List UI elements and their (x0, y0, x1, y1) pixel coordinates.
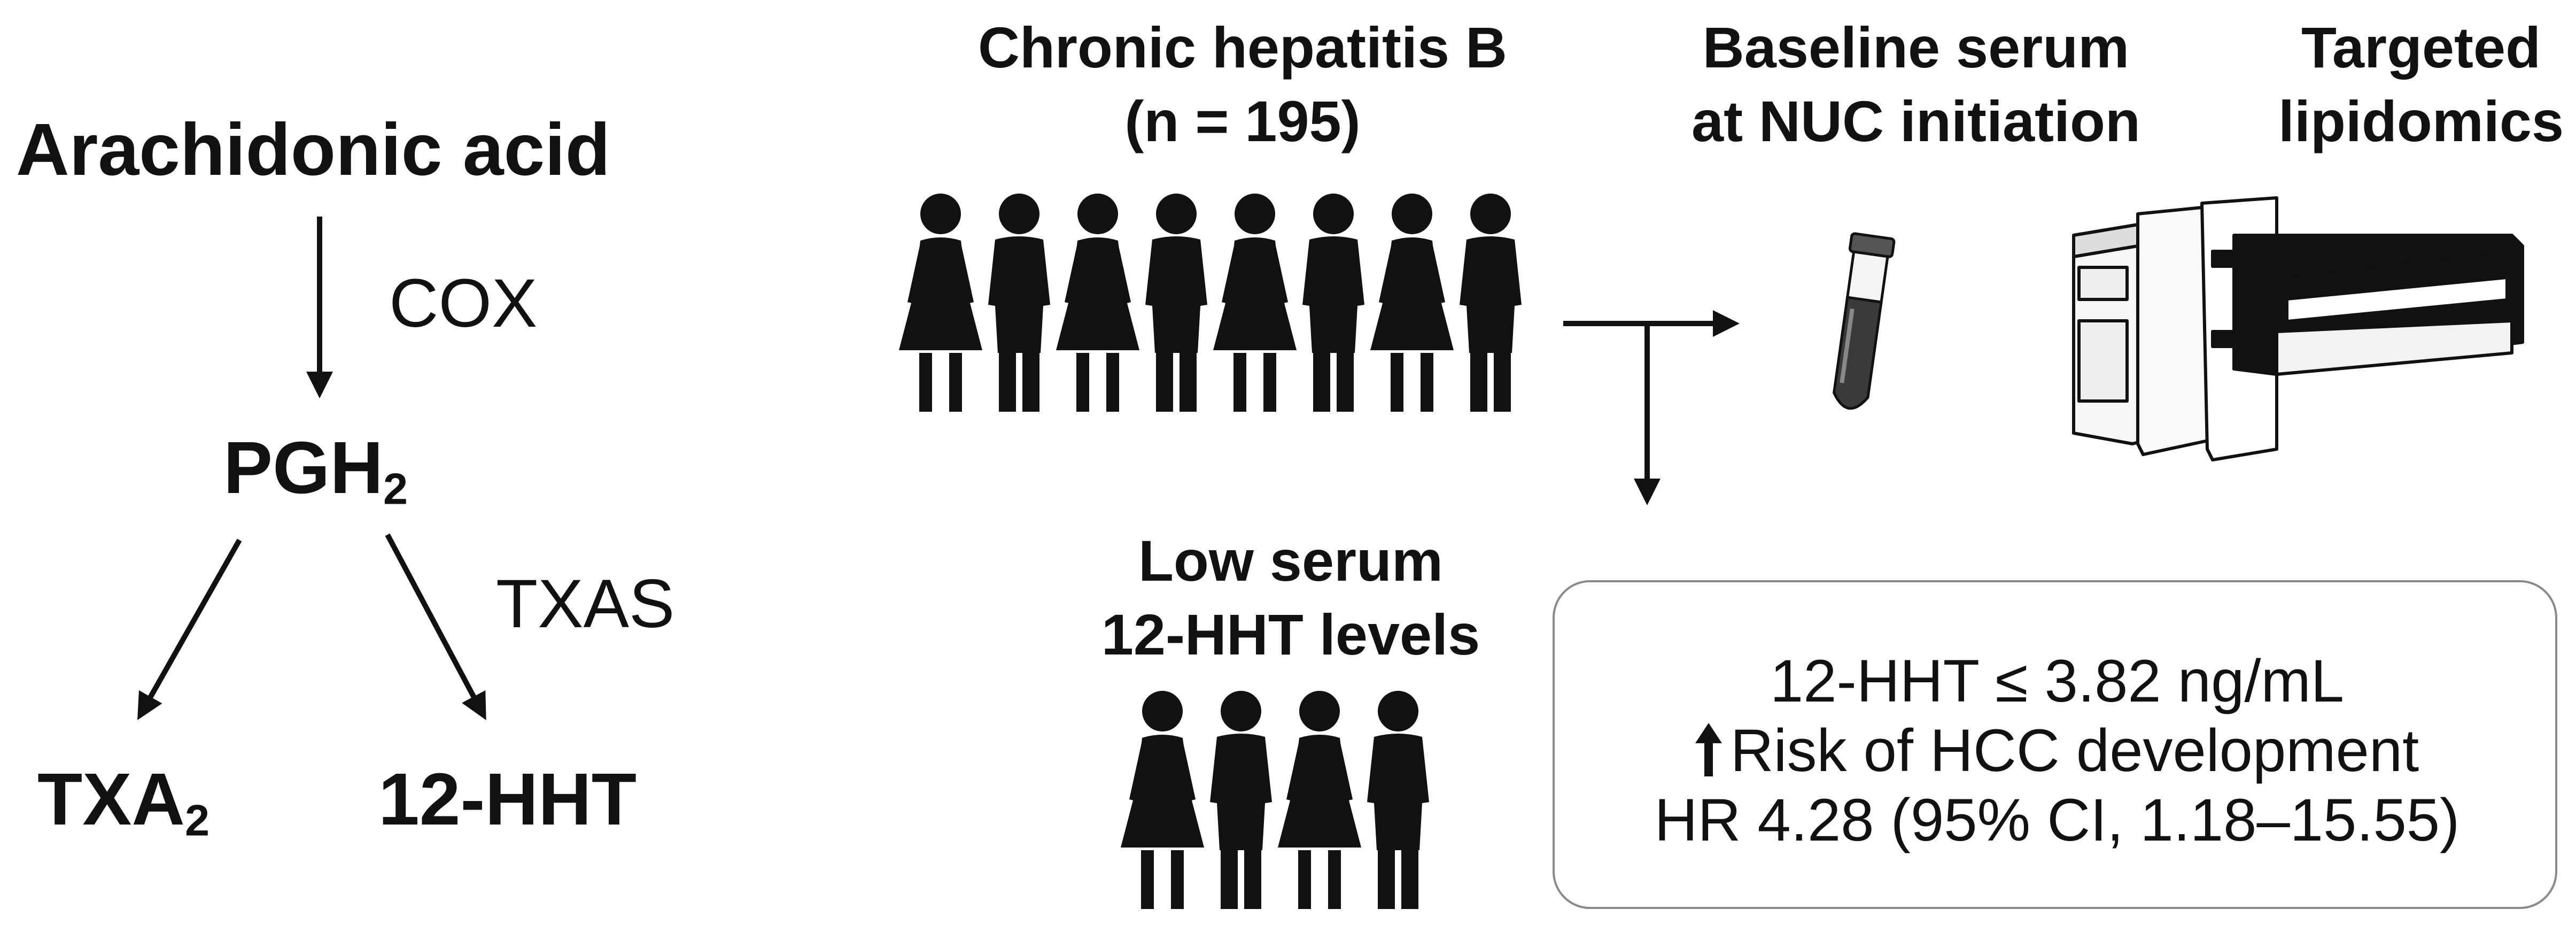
arrow-to-txa2 (137, 538, 242, 720)
result-box: 12-HHT ≤ 3.82 ng/mL Risk of HCC developm… (1553, 580, 2557, 909)
substrate-label: Arachidonic acid (16, 109, 610, 191)
product-txa2-label: TXA2 (37, 758, 210, 845)
result-threshold: 12-HHT ≤ 3.82 ng/mL (1770, 648, 2345, 714)
arrow-to-12hht (385, 533, 486, 720)
result-hazard-ratio: HR 4.28 (95% CI, 1.18–15.55) (1654, 787, 2460, 853)
blood-tube-icon (1833, 232, 1896, 410)
up-arrow-icon (1695, 723, 1722, 776)
cohort-n: (n = 195) (1124, 89, 1361, 153)
intermediate-label: PGH2 (223, 427, 408, 514)
result-risk: Risk of HCC development (1555, 716, 2559, 785)
subgroup-label-line2: 12-HHT levels (1101, 602, 1480, 667)
product-12hht-label: 12-HHT (378, 758, 637, 841)
enzyme-txas-label: TXAS (496, 566, 675, 642)
mass-spectrometer-icon (2072, 196, 2524, 461)
subgroup-people-icon (1121, 691, 1429, 909)
method-label-line1: Targeted (2301, 15, 2541, 80)
cohort-title: Chronic hepatitis B (977, 15, 1508, 80)
cohort-people-icon (899, 194, 1522, 412)
sample-label-line2: at NUC initiation (1692, 89, 2140, 153)
sample-label-line1: Baseline serum (1702, 15, 2130, 80)
subgroup-label-line1: Low serum (1138, 528, 1444, 593)
enzyme-cox-label: COX (389, 265, 538, 342)
method-label-line2: lipidomics (2278, 89, 2564, 153)
